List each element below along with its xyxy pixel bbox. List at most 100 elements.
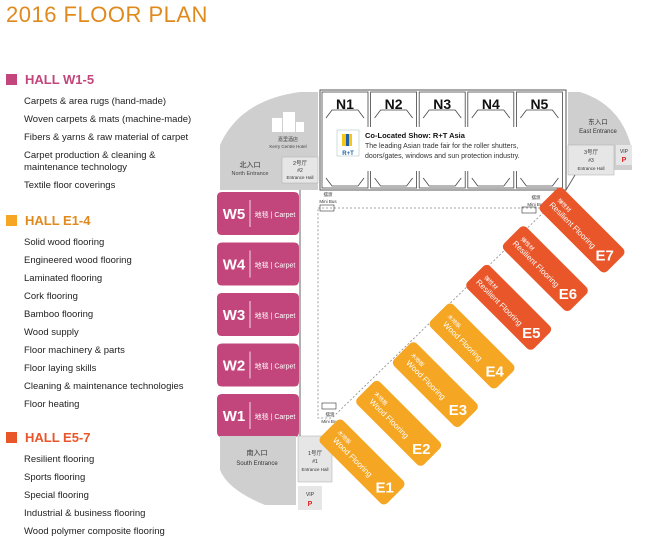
entrance-hall-2-num: #2 [297,168,303,174]
legend-item: Floor machinery & parts [24,345,125,356]
entrance-hall-3-cn: 3号厅 [584,149,599,156]
vip-label-east: VIP [620,149,629,155]
hall-w3: W3 地毯 | Carpet [217,293,299,336]
parking-icon-east: P [622,157,627,164]
hall-category: 地毯 | Carpet [255,261,296,270]
legend-item: Bamboo flooring [24,309,94,320]
south-entrance-cn: 南入口 [247,448,268,457]
entrance-hall-3 [567,144,615,176]
north-hall-label: N5 [530,96,548,112]
entrance-hall-1-en: Entrance Hall [301,467,328,472]
legend-item: Carpets & area rugs (hand-made) [24,96,167,107]
legend-item: Wood supply [24,327,79,338]
legend-item: Textile floor coverings [24,180,116,191]
hall-category: 地毯 | Carpet [255,311,296,320]
vip-parking-east [616,145,632,165]
legend-item: Sports flooring [24,472,86,483]
minibus-south-en: Mini Bus [321,419,339,424]
south-entrance-en: South Entrance [236,461,278,467]
legend-item: Laminated flooring [24,273,103,284]
legend-title-e14: HALL E1-4 [25,213,91,228]
north-entrance-en: North Entrance [232,171,269,177]
hall-name: E4 [485,363,504,380]
legend-swatch-w [6,74,17,85]
hall-name: E2 [412,441,430,458]
colocated-line1: The leading Asian trade fair for the rol… [365,143,518,150]
shuttle-route [317,207,549,419]
entrance-hall-2 [281,156,319,184]
colocated-title: Co-Located Show: R+T Asia [365,131,466,140]
minibus-east-en: Mini Bus [527,202,545,207]
hall-name: E3 [449,402,467,419]
legend-item: Resilient flooring [24,454,95,465]
legend-swatch-e57 [6,432,17,443]
hall-category: 地毯 | Carpet [255,210,296,219]
east-entrance-en: East Entrance [579,129,617,135]
north-hall-label: N3 [433,96,451,112]
legend-item: Engineered wood flooring [24,255,132,266]
legend-item: Floor laying skills [24,363,97,374]
kerry-hotel-cn: 嘉里酒店 [278,136,298,143]
legend-title-w: HALL W1-5 [25,72,95,87]
entrance-hall-2-cn: 2号厅 [293,160,308,167]
entrance-hall-1-cn: 1号厅 [308,450,323,457]
legend-hall-e14: HALL E1-4 Solid wood flooring Engineered… [6,213,184,414]
hall-w1: W1 地毯 | Carpet [217,394,299,437]
colocated-box [333,127,555,171]
legend-item: Floor heating [24,399,80,410]
entrance-hall-1-num: #1 [312,459,318,465]
south-entrance-area [220,436,296,505]
hall-category: 地毯 | Carpet [255,412,296,421]
minibus-icon-north: 摆渡 Mini Bus [319,191,337,212]
legend-hall-w: HALL W1-5 Carpets & area rugs (hand-made… [6,72,191,195]
page-title: 2016 FLOOR PLAN [6,2,208,27]
vip-parking-south [298,486,322,510]
hall-name: W2 [223,358,246,375]
legend-item: Cleaning & maintenance technologies [24,381,184,392]
hall-w4: W4 地毯 | Carpet [217,242,299,286]
entrance-hall-3-en: Entrance Hall [577,166,604,171]
north-hall-label: N2 [385,96,403,112]
hall-name: E1 [375,479,393,496]
legend-item: Fibers & yarns & raw material of carpet [24,132,189,143]
hall-name: W3 [223,307,246,324]
parking-icon-south: P [308,501,313,508]
vip-label-south: VIP [306,492,315,498]
minibus-north-en: Mini Bus [319,199,337,204]
east-entrance-cn: 东入口 [588,117,608,126]
north-entrance-cn: 北入口 [240,161,261,169]
north-hall-label: N4 [482,96,500,112]
minibus-north-cn: 摆渡 [324,191,333,198]
legend-item: Special flooring [24,490,89,501]
hall-name: E7 [595,247,613,264]
entrance-hall-2-en: Entrance Hall [286,175,313,180]
legend-item: Industrial & business flooring [24,508,146,519]
hall-name: E5 [522,325,540,342]
legend-item: Solid wood flooring [24,237,105,248]
legend-item: Carpet production & cleaning & [24,150,156,161]
connector-line [299,174,576,440]
legend-item: Woven carpets & mats (machine-made) [24,114,192,125]
hall-name: W5 [223,206,246,223]
hall-name: W1 [223,408,246,425]
hall-category: 地毯 | Carpet [255,362,296,371]
rt-logo-mark2 [346,134,349,146]
hall-w2: W2 地毯 | Carpet [217,343,299,387]
minibus-icon-south: 摆渡 Mini Bus [321,402,339,424]
building-icon [272,112,304,132]
north-hall-label: N1 [336,96,354,112]
minibus-south-cn: 摆渡 [326,411,335,418]
legend-item: Cork flooring [24,291,78,302]
legend-hall-e57: HALL E5-7 Resilient flooring Sports floo… [6,430,165,541]
entrance-hall-3-num: #3 [588,158,594,164]
hall-name: W4 [223,257,246,274]
legend-item: maintenance technology [24,162,127,173]
legend-item: Wood polymer composite flooring [24,526,165,537]
rt-logo-text: R+T [342,151,354,157]
minibus-east-cn: 摆渡 [532,194,541,201]
legend-title-e57: HALL E5-7 [25,430,91,445]
kerry-hotel-en: Kerry Centre Hotel [269,144,306,149]
hall-name: E6 [559,286,577,303]
colocated-line2: doors/gates, windows and sun protection … [365,153,520,160]
